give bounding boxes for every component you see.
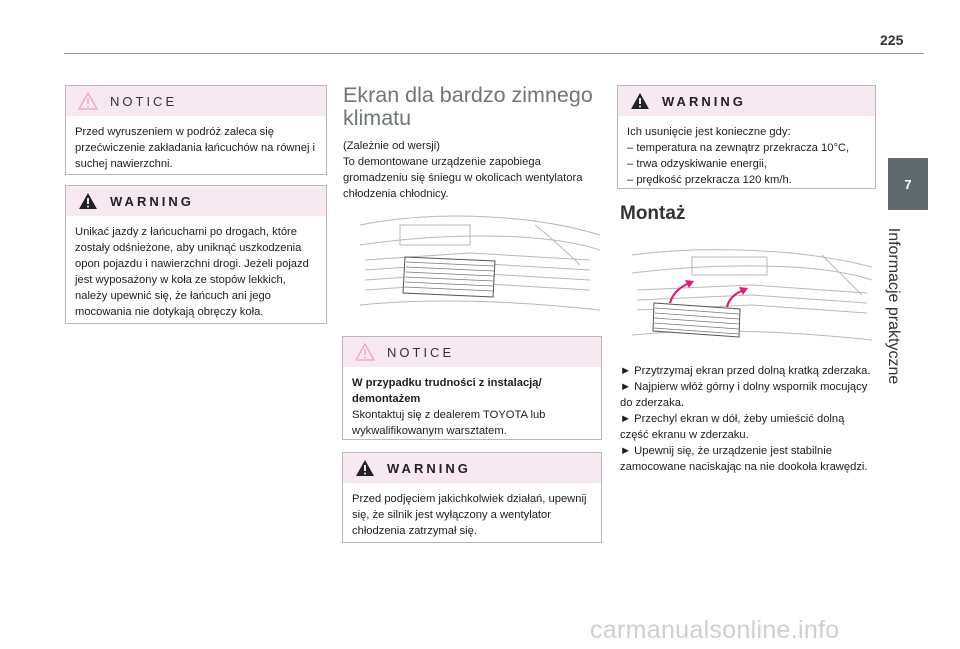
mounting-illustration <box>631 245 873 345</box>
warning-item: – prędkość przekracza 120 km/h. <box>627 174 792 186</box>
warning-text: Przed podjęciem jakichkolwiek działań, u… <box>352 493 587 537</box>
section-intro: (Zależnie od wersji) To demontowane urzą… <box>343 138 601 202</box>
notice-box-installation: NOTICE W przypadku trudności z instalacj… <box>342 336 602 440</box>
intro-description: To demontowane urządzenie zapobiega grom… <box>343 156 583 200</box>
chapter-title-text: Informacje praktyczne <box>885 227 902 385</box>
warning-header: WARNING <box>618 86 875 116</box>
grille-illustration <box>359 205 601 320</box>
warning-triangle-icon <box>630 92 650 110</box>
step-item: ► Najpierw włóż górny i dolny wspornik m… <box>620 381 868 409</box>
mounting-steps: ► Przytrzymaj ekran przed dolną kratką z… <box>620 363 875 475</box>
warning-triangle-icon <box>355 459 375 477</box>
warning-box-removal: WARNING Ich usunięcie jest konieczne gdy… <box>617 85 876 189</box>
watermark: carmanualsonline.info <box>590 616 840 644</box>
warning-intro: Ich usunięcie jest konieczne gdy: <box>627 126 791 138</box>
intro-version-note: (Zależnie od wersji) <box>343 140 440 152</box>
warning-item: – temperatura na zewnątrz przekracza 10°… <box>627 142 850 154</box>
notice-header: NOTICE <box>343 337 601 367</box>
section-title-mounting: Montaż <box>620 203 686 224</box>
warning-triangle-icon <box>78 192 98 210</box>
chapter-title: Informacje praktyczne <box>873 226 913 386</box>
notice-box-chains: NOTICE Przed wyruszeniem w podróż zaleca… <box>65 85 327 175</box>
top-divider <box>64 53 924 54</box>
notice-text: Przed wyruszeniem w podróż zaleca się pr… <box>75 126 316 170</box>
step-item: ► Upewnij się, że urządzenie jest stabil… <box>620 445 868 473</box>
warning-label: WARNING <box>387 460 471 476</box>
chapter-tab[interactable]: 7 <box>888 158 928 210</box>
step-item: ► Przytrzymaj ekran przed dolną kratką z… <box>620 365 871 377</box>
warning-box-engine: WARNING Przed podjęciem jakichkolwiek dz… <box>342 452 602 543</box>
notice-triangle-icon <box>355 343 375 361</box>
notice-label: NOTICE <box>110 93 178 109</box>
section-title-cold-climate: Ekran dla bardzo zimnego klimatu <box>343 83 593 130</box>
warning-box-chains: WARNING Unikać jazdy z łańcuchami po dro… <box>65 185 327 324</box>
notice-bold-heading: W przypadku trudności z instalacją/ demo… <box>352 377 542 405</box>
notice-text: W przypadku trudności z instalacją/ demo… <box>343 367 601 445</box>
notice-header: NOTICE <box>66 86 326 116</box>
warning-text: Ich usunięcie jest konieczne gdy: – temp… <box>618 116 875 194</box>
step-item: ► Przechyl ekran w dół, żeby umieścić do… <box>620 413 845 441</box>
page-number: 225 <box>880 32 904 48</box>
notice-label: NOTICE <box>387 344 455 360</box>
warning-header: WARNING <box>66 186 326 216</box>
warning-header: WARNING <box>343 453 601 483</box>
warning-text: Unikać jazdy z łańcuchami po drogach, kt… <box>75 226 309 318</box>
notice-body: Skontaktuj się z dealerem TOYOTA lub wyk… <box>352 409 546 437</box>
warning-label: WARNING <box>110 193 194 209</box>
notice-triangle-icon <box>78 92 98 110</box>
warning-item: – trwa odzyskiwanie energii, <box>627 158 767 170</box>
warning-label: WARNING <box>662 93 746 109</box>
